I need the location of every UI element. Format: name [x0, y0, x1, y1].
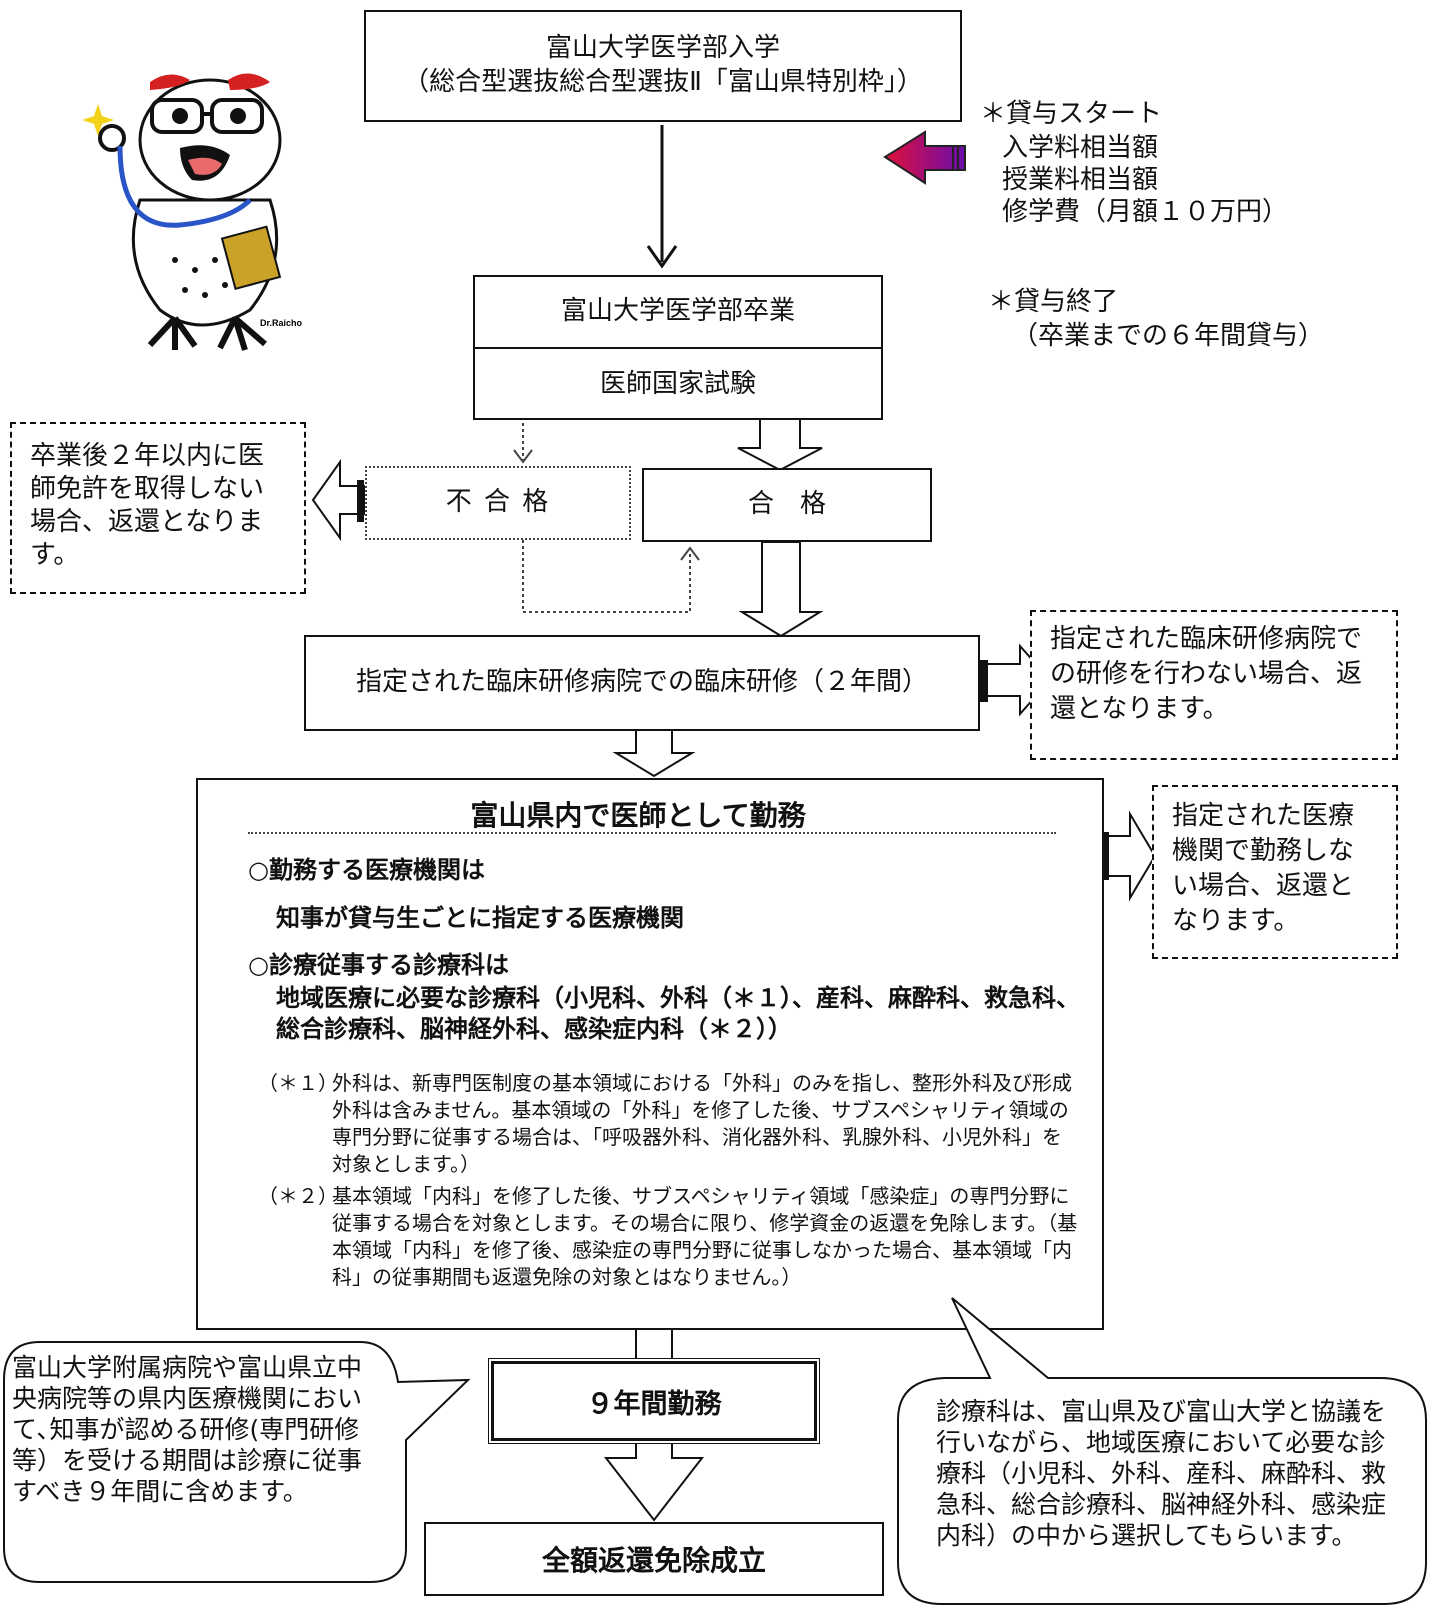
loan-start-block: ＊貸与スタート 入学料相当額 授業料相当額 修学費（月額１０万円） [980, 98, 1288, 228]
mascot-illustration: Dr.Raicho [82, 73, 303, 351]
graduation-box: 富山大学医学部卒業 医師国家試験 [473, 275, 883, 420]
work-arrow [612, 729, 696, 778]
graduation-label: 富山大学医学部卒業 [475, 277, 881, 349]
fail-box: 不 合 格 [365, 466, 631, 540]
loan-item: 修学費（月額１０万円） [1002, 196, 1289, 227]
work-note: 指定された医療機関で勤務しない場合、返還となります。 [1152, 785, 1398, 959]
loan-end-note: （卒業までの６年間貸与） [1012, 320, 1325, 351]
entry-subtitle: （総合型選抜総合型選抜Ⅱ「富山県特別枠」） [403, 67, 923, 97]
mascot-label: Dr.Raicho [260, 318, 303, 328]
dept-text: 地域医療に必要な診療科（小児科、外科（＊１）、産科、麻酔科、救急科、総合診療科、… [276, 984, 1080, 1043]
institution-heading: ○勤務する医療機関は [248, 856, 485, 884]
institution-text: 知事が貸与生ごとに指定する医療機関 [276, 904, 684, 932]
training-box: 指定された臨床研修病院での臨床研修（２年間） [304, 635, 980, 731]
pass-box: 合 格 [642, 468, 932, 542]
final-box: 全額返還免除成立 [424, 1522, 884, 1596]
footnote-2-mark: （＊２） [258, 1184, 338, 1208]
footnote-2: （＊２） 基本領域「内科」を修了した後、サブスペシャリティ領域「感染症」の専門分… [258, 1183, 1078, 1291]
entry-box: 富山大学医学部入学 （総合型選抜総合型選抜Ⅱ「富山県特別枠」） [364, 10, 962, 122]
loan-item: 入学料相当額 [1002, 132, 1159, 163]
dept-heading: ○診療従事する診療科は [248, 951, 509, 979]
footnote-1-text: 外科は、新専門医制度の基本領域における「外科」のみを指し、整形外科及び形成外科は… [332, 1071, 1072, 1176]
footnote-1: （＊１） 外科は、新専門医制度の基本領域における「外科」のみを指し、整形外科及び… [258, 1070, 1078, 1178]
loan-item: 授業料相当額 [1002, 164, 1159, 195]
training-arrow [738, 541, 824, 638]
final-arrow [603, 1441, 705, 1522]
loan-start-heading: ＊貸与スタート [980, 99, 1163, 129]
fail-note: 卒業後２年以内に医師免許を取得しない場合、返還となります。 [10, 422, 306, 594]
entry-arrow-head [646, 245, 678, 269]
loan-start-arrow [883, 130, 966, 185]
exam-label: 医師国家試験 [599, 368, 756, 399]
left-bubble-text: 富山大学附属病院や富山県立中央病院等の県内医療機関において､知事が認める研修(専… [12, 1353, 363, 1506]
footnote-2-text: 基本領域「内科」を修了した後、サブスペシャリティ領域「感染症」の専門分野に従事す… [332, 1184, 1078, 1289]
training-note: 指定された臨床研修病院での研修を行わない場合、返還となります。 [1030, 610, 1398, 760]
nine-years-label: ９年間勤務 [492, 1362, 816, 1440]
right-bubble-text: 診療科は、富山県及び富山大学と協議を行いながら、地域医療において必要な診療科（小… [936, 1397, 1387, 1550]
loan-end-heading: ＊貸与終了 [988, 287, 1119, 317]
left-bubble-shape [3, 1341, 471, 1583]
loan-end-block: ＊貸与終了 （卒業までの６年間貸与） [988, 286, 1324, 354]
sparkle-icon [82, 104, 114, 136]
title-divider [248, 832, 1056, 834]
work-title: 富山県内で医師として勤務 [470, 799, 806, 832]
right-bubble-shape [897, 1297, 1427, 1605]
footnote-1-mark: （＊１） [258, 1071, 338, 1095]
nine-years-frame: ９年間勤務 [488, 1358, 820, 1444]
pass-arrow [737, 416, 823, 472]
retry-arrow [522, 540, 691, 613]
work-box: 富山県内で医師として勤務 ○勤務する医療機関は 知事が貸与生ごとに指定する医療機… [196, 778, 1104, 1330]
entry-title: 富山大学医学部入学 [545, 33, 780, 64]
